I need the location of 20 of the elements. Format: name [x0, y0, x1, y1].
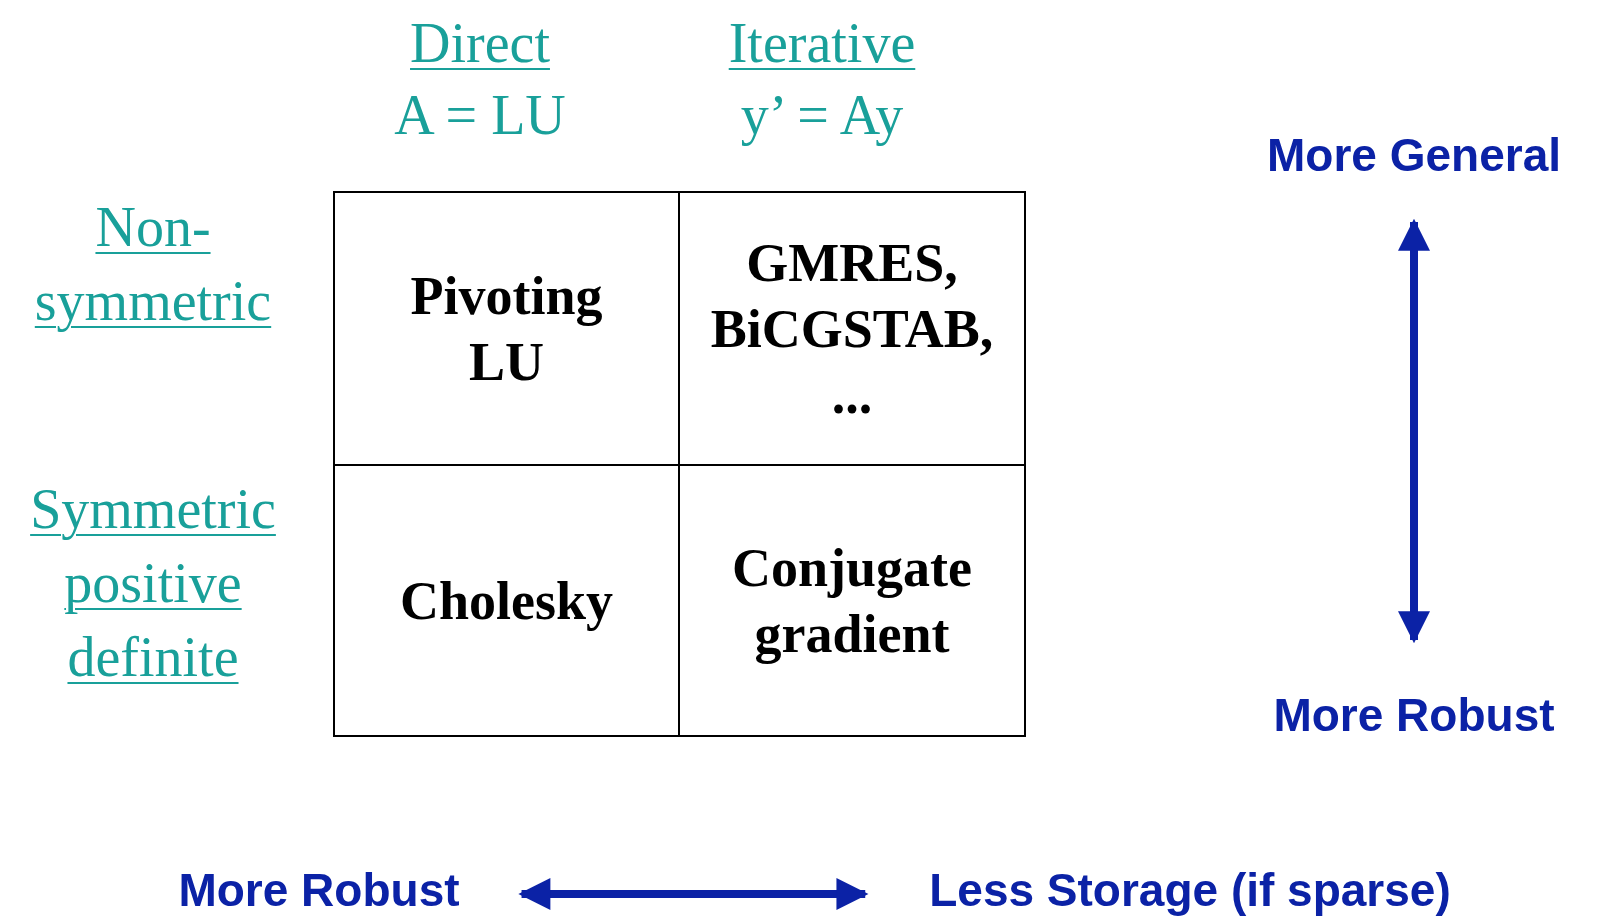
double-arrow	[1398, 218, 1430, 644]
cell-text: Conjugate gradient	[731, 536, 973, 666]
table-cell	[678, 191, 1026, 466]
axis-label: More General	[1267, 128, 1561, 182]
axis-label: Less Storage (if sparse)	[929, 863, 1451, 917]
cell-text: GMRES, BiCGSTAB, ...	[709, 231, 995, 427]
row-header: Non-symmetric	[33, 195, 273, 334]
double-arrow	[518, 878, 869, 910]
formula-label: A = LU	[393, 83, 567, 148]
row-header: Symmetric positive definite	[29, 477, 277, 690]
table-cell	[678, 464, 1026, 737]
column-header: Direct	[409, 11, 551, 76]
cell-text: Cholesky	[399, 569, 613, 633]
column-header: Iterative	[727, 11, 917, 76]
table-cell	[333, 464, 680, 737]
cell-text: Pivoting LU	[409, 264, 604, 394]
axis-label: More Robust	[178, 863, 460, 917]
table-cell	[333, 191, 680, 466]
formula-label: y’ = Ay	[739, 83, 905, 148]
axis-label: More Robust	[1273, 688, 1555, 742]
